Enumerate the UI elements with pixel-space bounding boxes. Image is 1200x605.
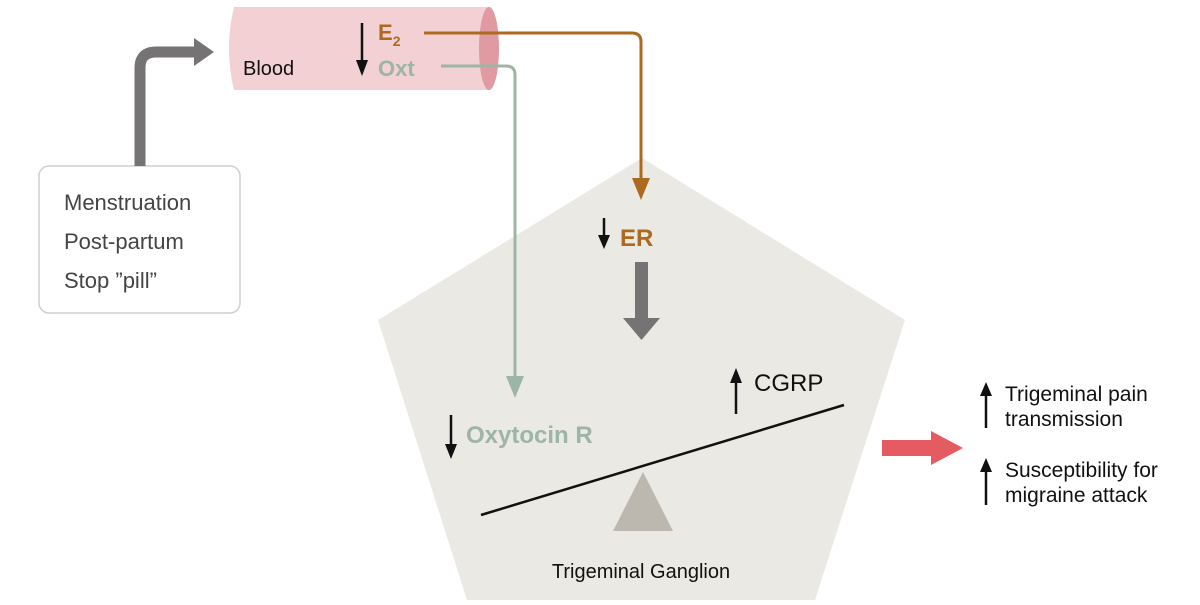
oxt-label: Oxt (378, 56, 415, 81)
oxytocin-r-decrease-arrow (445, 415, 457, 459)
oxytocin-pathway-line (441, 64, 517, 378)
estrogen-pathway-line (424, 31, 643, 180)
pain-outcome-line1: Trigeminal pain (1005, 383, 1148, 406)
trigeminal-ganglion-shape (378, 158, 905, 600)
oxytocin-arrowhead (506, 376, 524, 398)
migraine-outcome-line1: Susceptibility for (1005, 459, 1158, 482)
er-label: ER (620, 225, 653, 252)
trigger-item-menstruation: Menstruation (64, 190, 191, 215)
cgrp-label: CGRP (754, 370, 823, 397)
balance-beam (480, 403, 845, 517)
balance-fulcrum (613, 472, 673, 531)
migraine-increase-arrow (980, 458, 992, 505)
estrogen-arrowhead (632, 178, 650, 200)
e2-base: E (378, 20, 393, 45)
outcome-arrow (882, 431, 963, 465)
trigger-item-stop-pill: Stop ”pill” (64, 268, 157, 293)
e2-subscript: 2 (393, 33, 401, 49)
trigger-item-post-partum: Post-partum (64, 229, 184, 254)
blood-label: Blood (243, 58, 294, 80)
oxytocin-r-label: Oxytocin R (466, 422, 593, 449)
er-to-balance-arrow (623, 262, 660, 340)
e2-label: E2 (378, 20, 401, 49)
migraine-outcome-line2: migraine attack (1005, 484, 1148, 507)
ganglion-title: Trigeminal Ganglion (552, 561, 730, 583)
pain-increase-arrow (980, 382, 992, 428)
trigger-to-blood-arrow (134, 38, 214, 166)
pain-outcome-line2: transmission (1005, 408, 1123, 431)
e2-oxt-decrease-arrow (356, 23, 368, 76)
er-decrease-arrow (598, 218, 610, 249)
cgrp-increase-arrow (730, 368, 742, 414)
blood-vessel (229, 7, 499, 90)
